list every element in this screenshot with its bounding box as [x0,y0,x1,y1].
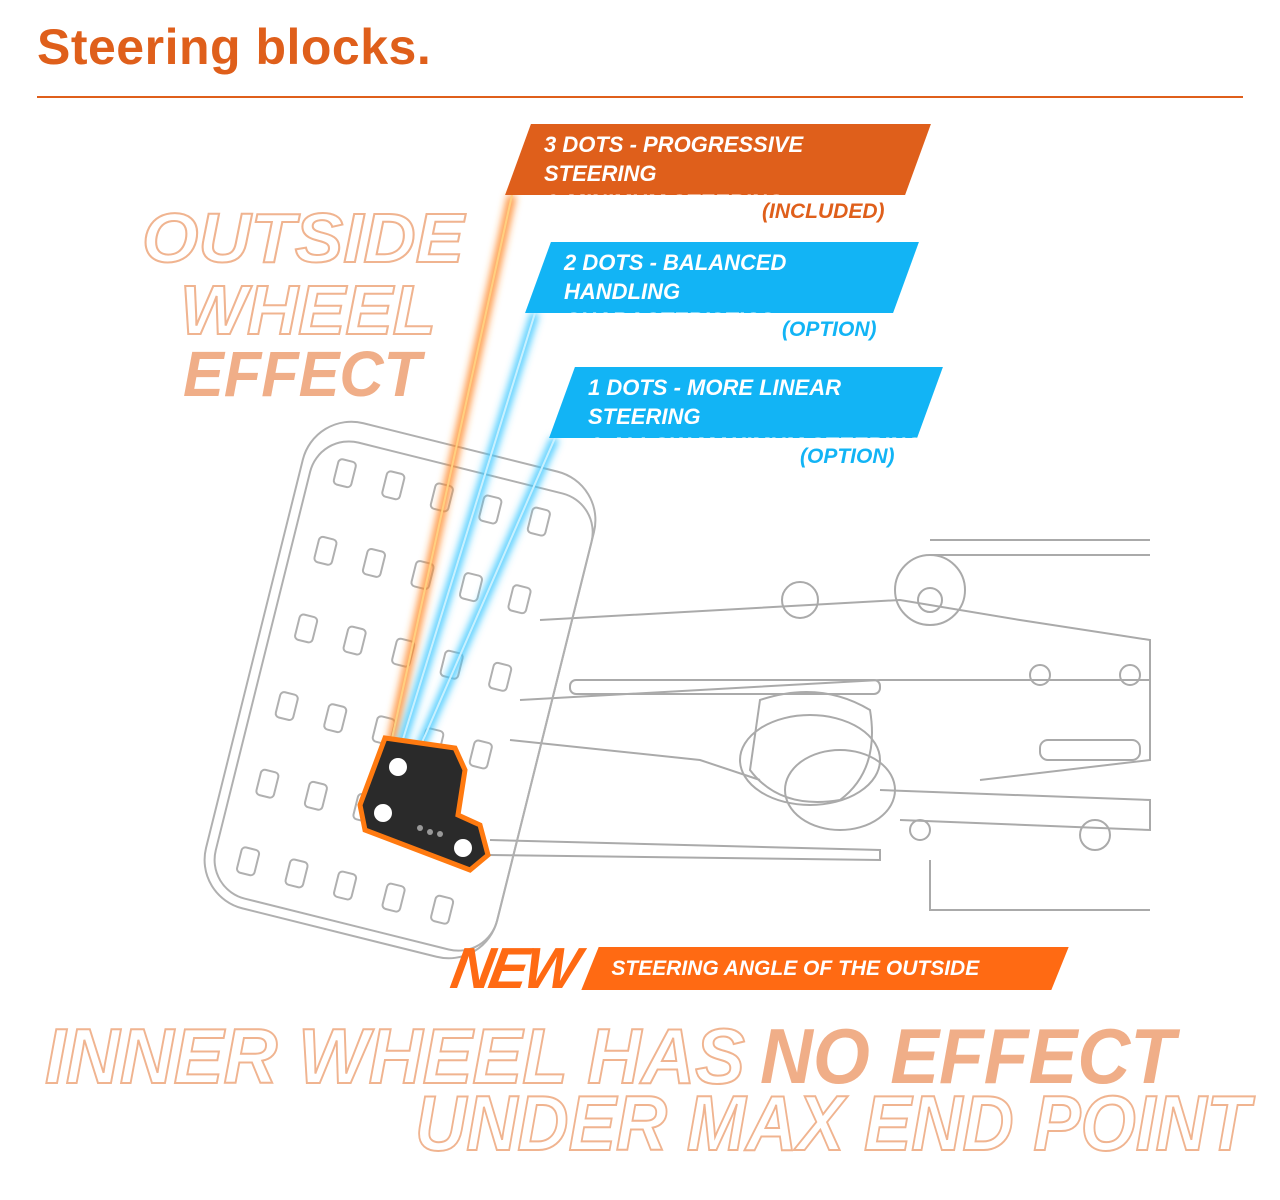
footer-under-max: UNDER MAX END POINT [415,1079,1256,1167]
headline-wheel: WHEEL [180,271,436,349]
steering-block [357,735,491,873]
dot-1 [389,758,407,776]
dot-2 [374,804,392,822]
headline-outside: OUTSIDE [142,199,466,277]
new-banner: STEERING ANGLE OF THE OUTSIDE WHEEL [581,947,1069,1023]
chassis-drawing [489,539,1151,911]
option-1-line1: 1 DOTS - MORE LINEAR STEERING [587,375,842,429]
callout-lines [381,194,559,772]
option-1-dots-banner: 1 DOTS - MORE LINEAR STEERING& ALLOW MAX… [549,367,943,458]
option-3-dots-banner: 3 DOTS - PROGRESSIVE STEERING& MINIMUM S… [505,124,931,215]
option-3-note: (INCLUDED) [762,200,885,223]
option-2-line1: 2 DOTS - BALANCED HANDLING [563,250,787,304]
footer-no-effect: NO EFFECT [760,1012,1181,1100]
new-badge: NEW [446,936,582,1001]
option-2-note: (OPTION) [782,318,877,341]
option-3-line1: 3 DOTS - PROGRESSIVE STEERING [543,132,804,186]
headline-effect: EFFECT [183,338,426,410]
option-1-note: (OPTION) [800,445,895,468]
new-banner-text: STEERING ANGLE OF THE OUTSIDE WHEEL [611,957,980,1023]
page-title: Steering blocks. [37,19,432,75]
title-divider [37,96,1243,98]
footer-inner-wheel: INNER WHEEL HAS [45,1012,745,1100]
dot-3 [454,839,472,857]
